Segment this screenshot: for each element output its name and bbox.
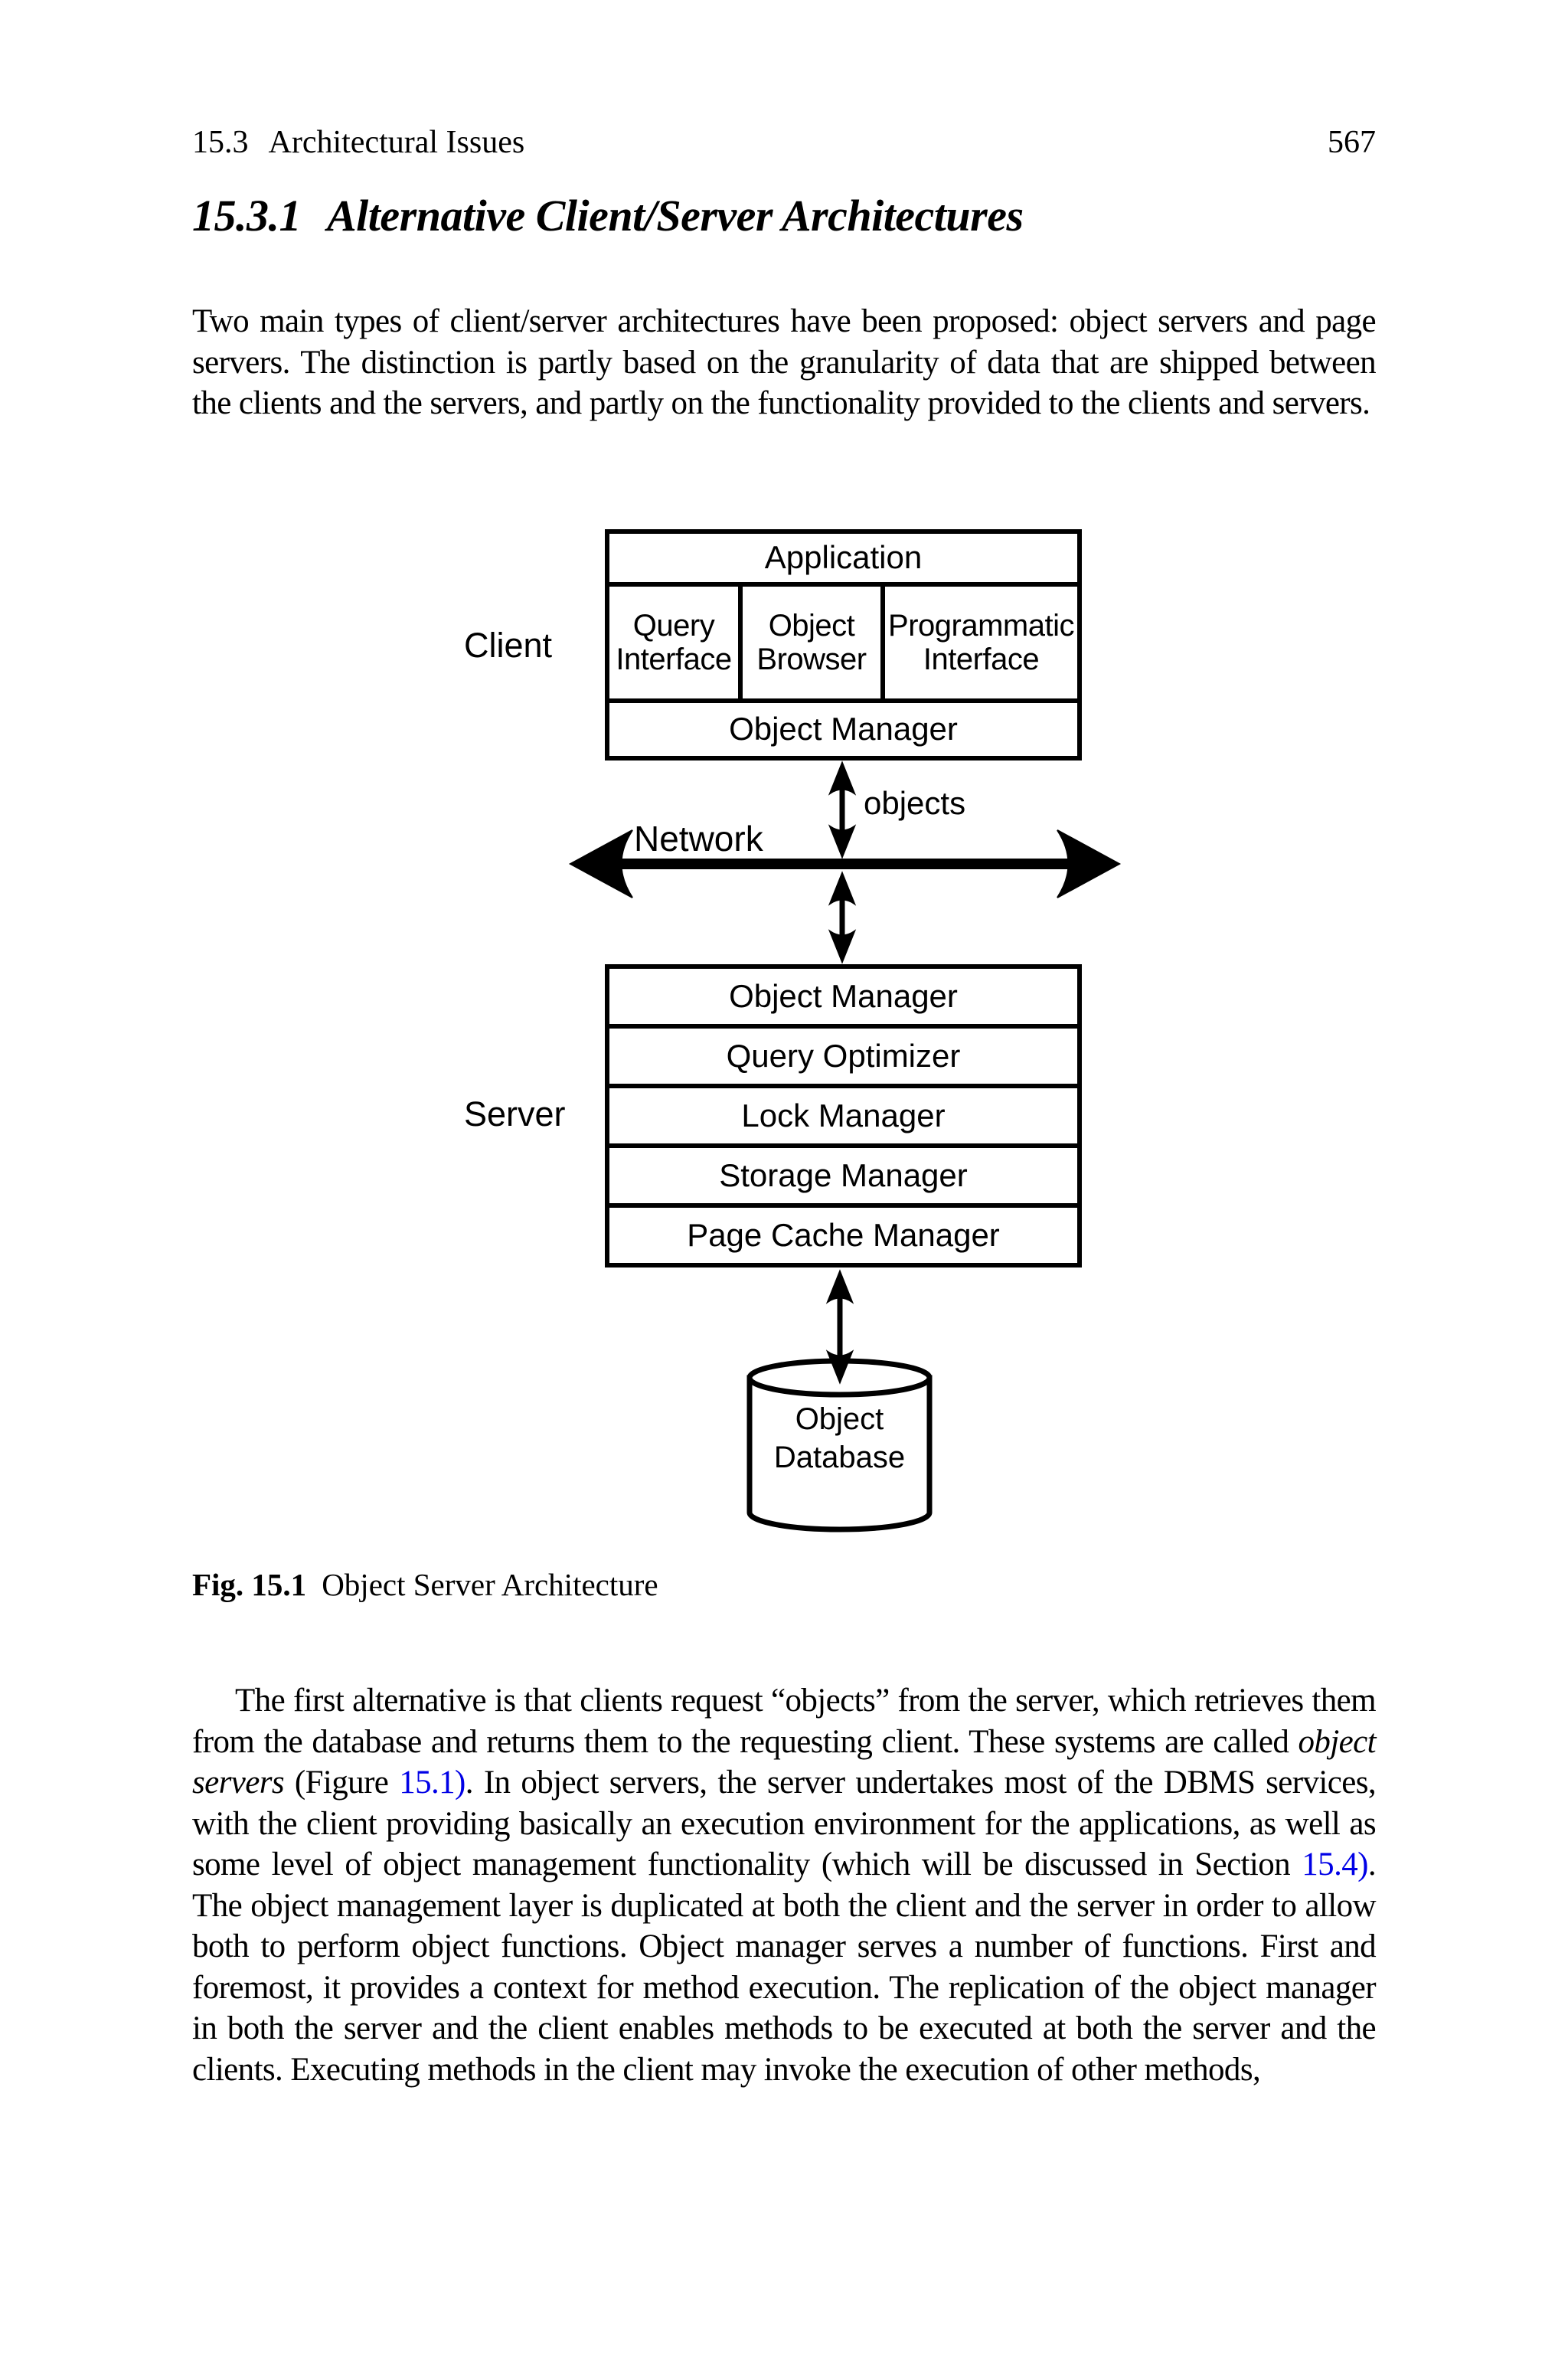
- figure-caption-text: Object Server Architecture: [322, 1567, 658, 1602]
- page-number: 567: [1328, 125, 1376, 160]
- server-box: Object Manager Query Optimizer Lock Mana…: [605, 964, 1082, 1268]
- server-query-optimizer-row: Query Optimizer: [609, 1029, 1077, 1088]
- server-storage-manager-row: Storage Manager: [609, 1148, 1077, 1208]
- figure-caption-label: Fig. 15.1: [192, 1567, 307, 1602]
- server-page-cache-manager-row: Page Cache Manager: [687, 1216, 1000, 1253]
- xref-figure-15-1[interactable]: 15.1): [399, 1765, 466, 1801]
- object-browser-cell: Object Browser: [743, 587, 885, 698]
- paragraph-1: Two main types of client/server architec…: [192, 303, 1377, 421]
- running-header-left: 15.3 Architectural Issues: [192, 125, 524, 160]
- client-network-arrow: [828, 761, 857, 859]
- paragraph-2-text: (Figure: [284, 1765, 400, 1801]
- server-object-manager-row: Object Manager: [609, 969, 1077, 1029]
- client-label: Client: [464, 626, 553, 665]
- client-object-manager-row: Object Manager: [729, 711, 958, 747]
- server-label: Server: [464, 1094, 566, 1133]
- running-header-section-title: Architectural Issues: [268, 125, 525, 160]
- application-row: Application: [609, 534, 1077, 587]
- query-interface-cell: Query Interface: [609, 587, 743, 698]
- running-header-section-number: 15.3: [192, 125, 249, 160]
- term-object-servers: object servers: [192, 1723, 1377, 1801]
- paragraph-2: The first alternative is that clients re…: [192, 1680, 1377, 2090]
- client-box: Application Query Interface Object Brows…: [605, 529, 1082, 761]
- section-heading: 15.3.1 Alternative Client/Server Architec…: [192, 192, 1376, 240]
- database-label: Object Database: [773, 1402, 906, 1474]
- running-header: 15.3 Architectural Issues 567: [192, 125, 1376, 160]
- xref-section-15-4[interactable]: 15.4): [1302, 1846, 1368, 1882]
- client-interface-row: Query Interface Object Browser Programma…: [609, 587, 1077, 703]
- network-server-arrow: [828, 871, 857, 964]
- server-lock-manager-row: Lock Manager: [609, 1088, 1077, 1148]
- network-label: Network: [634, 819, 763, 859]
- figure-caption: Fig. 15.1 Object Server Architecture: [192, 1566, 658, 1604]
- programmatic-interface-cell: Programmatic Interface: [888, 609, 1074, 676]
- objects-label: objects: [864, 785, 966, 821]
- section-heading-number: 15.3.1: [192, 191, 302, 240]
- paragraph-2-text: The first alternative is that clients re…: [192, 1683, 1377, 1760]
- paragraph-2-text: . The object management layer is duplica…: [192, 1846, 1377, 2088]
- server-database-arrow: [825, 1269, 854, 1385]
- paragraph-2-text: . In object servers, the server undertak…: [192, 1765, 1377, 1882]
- section-heading-title: Alternative Client/Server Architectures: [327, 191, 1024, 240]
